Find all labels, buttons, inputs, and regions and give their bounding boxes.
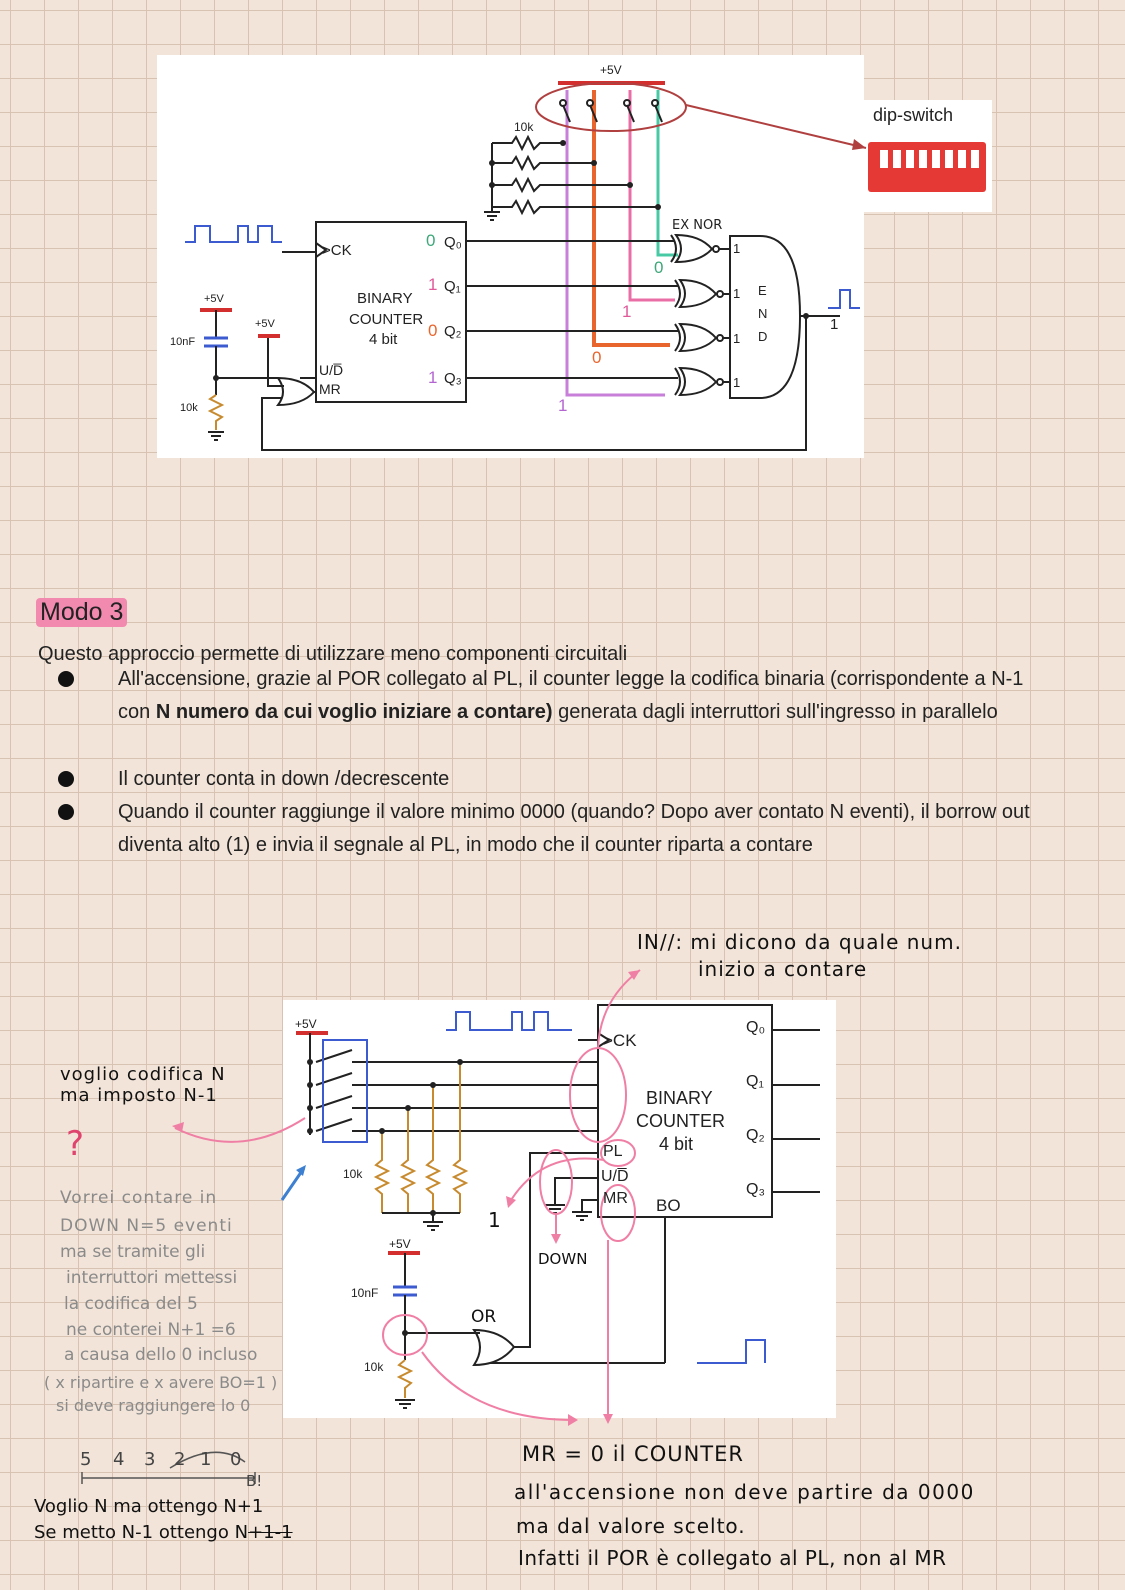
d2-mr-label: MR [603,1190,628,1207]
d1-resistor-label: 10k [514,120,534,134]
d1-mr-label: MR [319,381,341,397]
and-input-1: 1 [733,241,741,256]
note-pink-3: ma se tramite gli [60,1242,206,1262]
bullet-text-1: All'accensione, grazie al POR collegato … [118,663,1058,729]
number-2: 2 [174,1449,186,1470]
bullet-dot-2 [58,771,74,787]
d1-q1-label: Q₁ [444,278,461,295]
note-pink-7: a causa dello 0 incluso [64,1345,258,1365]
note-bottom-left-1: Voglio N ma ottengo N+1 [34,1496,264,1517]
note-pink-1: Vorrei contare in [60,1188,218,1208]
note-voglio-1: voglio codifica N [60,1064,226,1085]
mr-note-2: all'accensione non deve partire da 0000 [514,1480,975,1504]
d2-q1-label: Q₁ [746,1073,764,1090]
wire-value-purple: 1 [558,396,568,415]
and-letter-d: D [758,329,768,344]
number-5: 5 [80,1449,92,1470]
number-4: 4 [113,1449,125,1470]
d2-bo-label: BO [656,1196,681,1215]
d2-res-label: 10k [343,1167,363,1181]
d1-q2-value: 0 [428,321,438,340]
d2-q0-label: Q₀ [746,1019,766,1036]
d1-supply-label: +5V [600,63,622,77]
note-voglio-2: ma imposto N-1 [60,1085,218,1106]
d1-q0-value: 0 [426,231,436,250]
d2-counter-line-2: COUNTER [636,1111,725,1131]
and-input-3: 1 [733,331,741,346]
d1-ud-label: U/D̅ [319,362,344,378]
d2-counter-line-1: BINARY [646,1088,713,1108]
and-output-value: 1 [830,316,839,333]
bullet-1-pre: All'accensione, grazie al POR collegato … [118,668,1024,723]
bullet-dot-3 [58,804,74,820]
note-question: ? [66,1124,85,1164]
d1-ck-label: >CK [322,242,352,259]
and-letter-n: N [758,306,768,321]
d1-q1-value: 1 [428,275,438,294]
number-0: 0 [230,1449,242,1470]
and-input-4: 1 [733,375,741,390]
dip-switch-label: dip-switch [873,105,954,125]
bullet-3-pre: Quando il counter raggiunge il valore mi… [118,801,1030,856]
and-input-2: 1 [733,286,741,301]
number-line-b: B! [246,1472,263,1490]
d1-q3-value: 1 [428,368,438,387]
d2-cap-label: 10nF [351,1286,379,1300]
bullet-2-pre: Il counter conta in down /decrescente [118,768,450,790]
note-pink-5: la codifica del 5 [64,1294,198,1314]
note-pink-8: ( x ripartire e x avere BO=1 ) [44,1373,278,1392]
d2-supply-label: +5V [295,1017,317,1031]
note-in-parallel-1: IN//: mi dicono da quale num. [637,930,962,954]
note-one: 1 [488,1208,501,1232]
note-pink-6: ne conterei N+1 =6 [66,1320,236,1340]
note-down: DOWN [538,1250,588,1268]
d1-q3-label: Q₃ [444,370,462,387]
note-bottom-left-2-text: Se metto N-1 ottengo N [34,1522,249,1543]
note-in-parallel-2: inizio a contare [698,957,868,981]
note-pink-4: interruttori mettessi [66,1268,238,1288]
d1-or-supply: +5V [255,318,275,330]
bullet-1-bold: N numero da cui voglio iniziare a contar… [155,701,553,723]
mr-note-1: MR = 0 il COUNTER [522,1442,744,1466]
d2-counter-line-3: 4 bit [659,1134,694,1154]
bullet-text-3: Quando il counter raggiunge il valore mi… [118,796,1058,862]
and-letter-e: E [758,283,767,298]
d2-res2-label: 10k [364,1360,384,1374]
d1-counter-line-2: COUNTER [349,311,424,328]
number-1: 1 [200,1449,212,1470]
exnor-label: EX NOR [672,218,723,233]
d1-q2-label: Q₂ [444,323,462,340]
d1-por-supply: +5V [204,293,224,305]
note-pink-9: si deve raggiungere lo 0 [56,1396,251,1415]
bullet-dot-1 [58,671,74,687]
section-intro: Questo approccio permette di utilizzare … [38,643,628,665]
note-pink-2: DOWN N=5 eventi [60,1216,233,1236]
d2-por-supply: +5V [389,1237,411,1251]
note-bottom-left-2: Se metto N-1 ottengo N+1-1 [34,1522,293,1543]
section-title: Modo 3 [36,598,128,627]
bullet-1-post: generata dagli interruttori sull'ingress… [552,701,998,723]
d1-res-label: 10k [180,402,198,414]
d1-cap-label: 10nF [170,336,196,348]
d1-counter-line-3: 4 bit [369,331,398,348]
mr-note-4: Infatti il POR è collegato al PL, non al… [518,1546,947,1570]
d2-or-label: OR [471,1307,497,1327]
d2-q3-label: Q₃ [746,1181,765,1198]
bullet-text-2: Il counter conta in down /decrescente [118,763,1058,796]
d2-ck-label: >CK [603,1031,637,1050]
wire-value-pink: 1 [622,302,632,321]
d1-counter-line-1: BINARY [357,290,413,307]
note-strike: +1-1 [248,1522,293,1543]
d2-ud-label: U/D̅ [601,1168,629,1185]
wire-value-green: 0 [654,258,664,277]
mr-note-3: ma dal valore scelto. [516,1514,746,1538]
wire-value-orange: 0 [592,348,602,367]
d1-q0-label: Q₀ [444,234,462,251]
number-3: 3 [144,1449,156,1470]
d2-q2-label: Q₂ [746,1127,765,1144]
d2-pl-label: PL [603,1143,623,1160]
